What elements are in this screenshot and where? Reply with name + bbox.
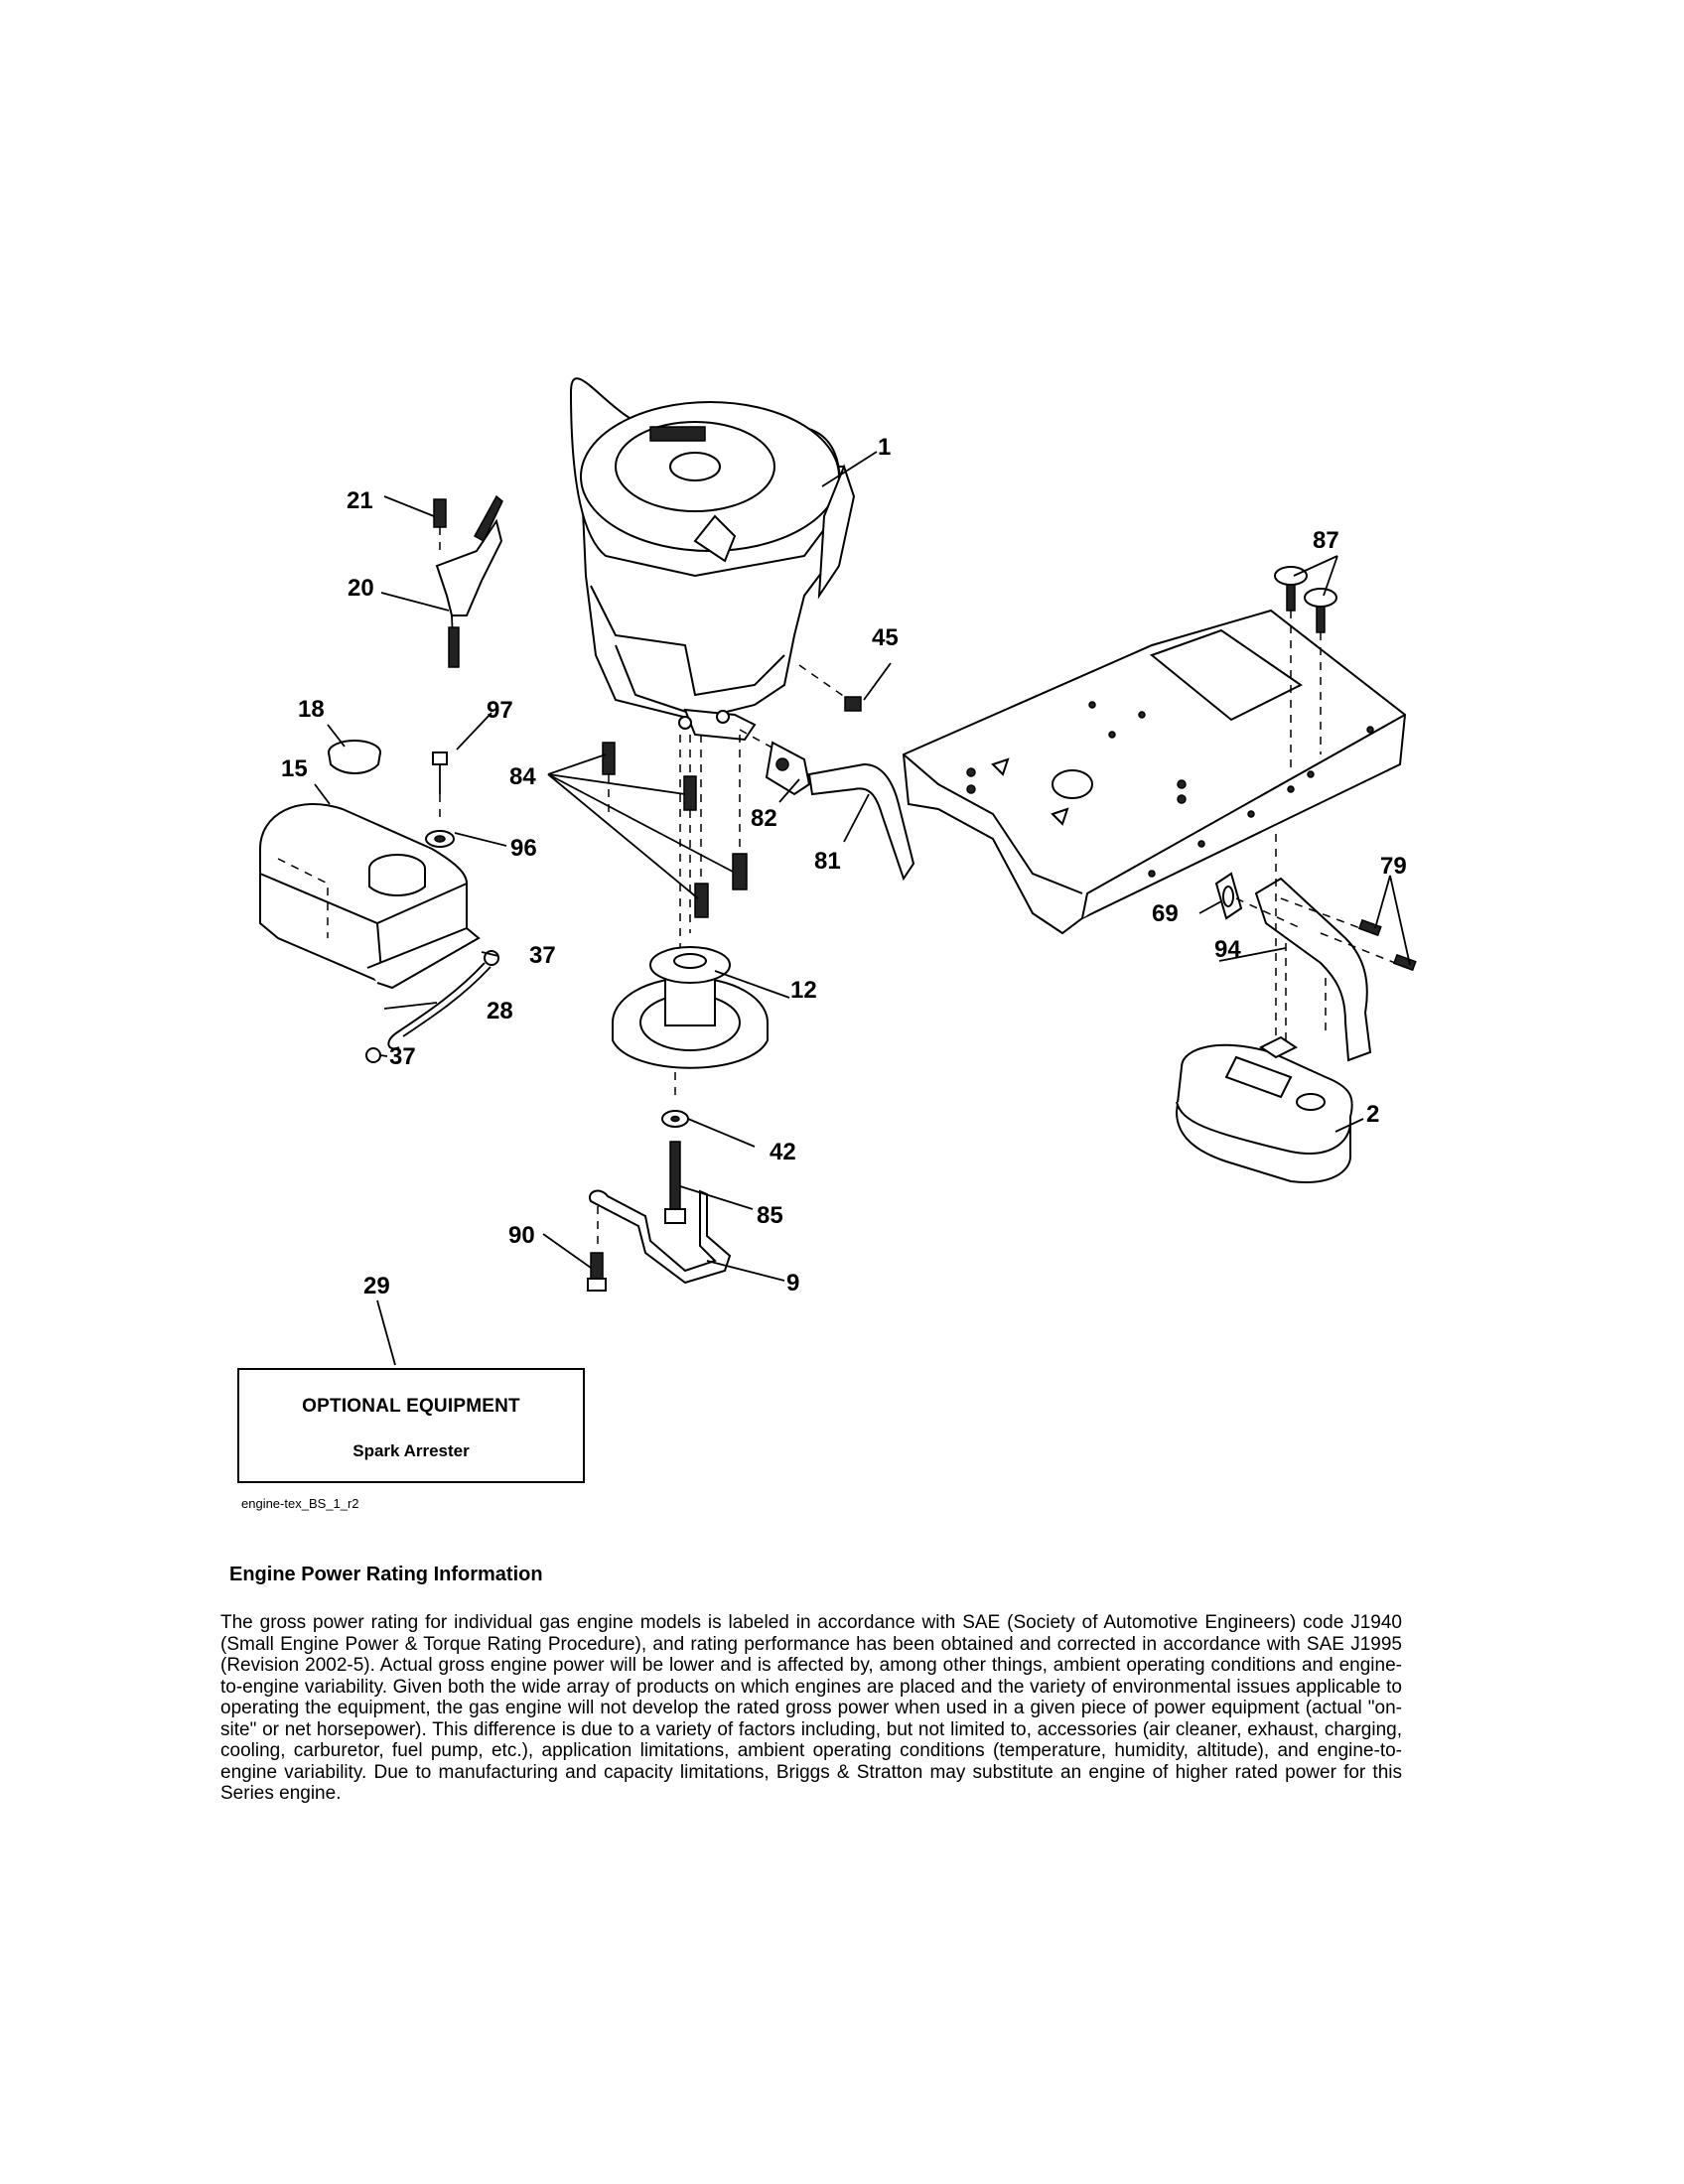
callout-2: 2 [1366, 1101, 1379, 1128]
knob-part-87b [1304, 588, 1337, 754]
bolt-part-84d [694, 735, 709, 918]
gasket-part-69 [1214, 872, 1243, 920]
callout-20: 20 [348, 575, 374, 602]
callout-9: 9 [786, 1270, 799, 1297]
clamp-part-37b [365, 1047, 381, 1063]
fuel-tank-part-15 [259, 803, 481, 990]
callout-85: 85 [757, 1202, 783, 1229]
throttle-control-part-20 [435, 494, 503, 668]
bolt-part-84c [732, 735, 748, 890]
optional-equipment-item: Spark Arrester [352, 1441, 470, 1460]
engine-part-1 [569, 377, 856, 742]
callout-42: 42 [770, 1139, 796, 1165]
callout-28: 28 [487, 998, 513, 1024]
screw-part-79b [1320, 932, 1417, 972]
callout-21: 21 [347, 487, 373, 514]
callout-97: 97 [487, 697, 513, 724]
callout-18: 18 [298, 696, 325, 723]
bracket-part-9 [589, 1189, 732, 1285]
callout-79: 79 [1380, 853, 1407, 880]
section-body: The gross power rating for individual ga… [220, 1612, 1402, 1804]
bolt-part-90 [587, 1206, 607, 1292]
drawing-code: engine-tex_BS_1_r2 [241, 1496, 359, 1511]
muffler-part-2 [1175, 1035, 1353, 1183]
callout-12: 12 [790, 977, 817, 1004]
callout-29: 29 [363, 1273, 390, 1299]
gas-cap-part-18 [328, 740, 381, 774]
callout-94: 94 [1214, 936, 1241, 963]
screw-part-21 [433, 498, 447, 556]
fuel-line-part-28 [387, 962, 491, 1050]
fitting-part-82 [739, 729, 811, 796]
leader-lines [314, 451, 1411, 1366]
callout-37b: 37 [389, 1043, 416, 1070]
bolt-part-84b [683, 735, 697, 933]
optional-equipment-title: OPTIONAL EQUIPMENT [302, 1396, 520, 1417]
chassis-frame [902, 609, 1407, 935]
callout-96: 96 [510, 835, 537, 862]
knob-part-87a [1274, 566, 1308, 774]
callout-84: 84 [509, 763, 536, 790]
optional-equipment-box: OPTIONAL EQUIPMENT Spark Arrester [237, 1368, 585, 1483]
callout-90: 90 [508, 1222, 535, 1249]
callout-82: 82 [751, 805, 777, 832]
pulley-part-12 [612, 735, 769, 1069]
callout-15: 15 [281, 755, 308, 782]
bolt-part-85 [664, 1141, 686, 1224]
washer-part-96 [425, 830, 455, 848]
callout-37a: 37 [529, 942, 556, 969]
callout-87: 87 [1313, 527, 1339, 554]
bolt-part-84a [602, 742, 616, 814]
nut-part-45 [798, 664, 862, 712]
callout-1: 1 [878, 434, 891, 461]
callout-45: 45 [872, 624, 899, 651]
screw-part-79a [1280, 897, 1382, 937]
washer-part-42 [661, 1072, 689, 1128]
hose-part-81 [807, 762, 915, 882]
section-heading: Engine Power Rating Information [229, 1564, 543, 1585]
screw-part-97 [432, 751, 448, 824]
exhaust-pipe-part-94 [1235, 877, 1372, 1062]
callout-81: 81 [814, 848, 841, 875]
callout-69: 69 [1152, 900, 1179, 927]
